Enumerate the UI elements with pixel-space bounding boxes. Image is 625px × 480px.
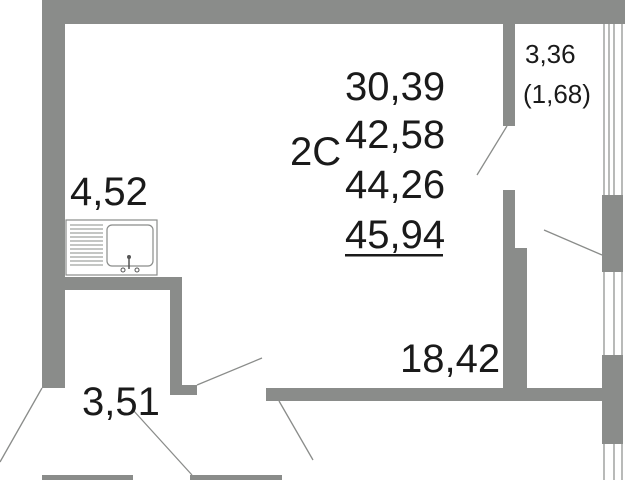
window-pier-upper — [602, 195, 623, 272]
living-area-label: 30,39 — [345, 65, 445, 109]
hall-wall-stub — [170, 385, 197, 395]
total-area-label: 45,94 — [345, 213, 445, 257]
walls — [42, 0, 625, 480]
total-area-underline — [345, 254, 443, 257]
balcony-partition-upper — [503, 24, 515, 126]
sink-icon — [65, 219, 158, 276]
bottom-wall-left — [42, 475, 133, 480]
balcony-reduced-area-label: (1,68) — [523, 79, 591, 109]
hall-area-label: 3,51 — [82, 380, 160, 424]
hall-door — [132, 409, 193, 476]
kitchen-hall-wall — [65, 277, 182, 290]
kitchen-area-label: 4,52 — [70, 170, 148, 214]
room-area-label: 18,42 — [400, 337, 500, 381]
entrance-door — [0, 387, 43, 463]
top-wall — [42, 0, 625, 24]
balcony-area-label: 3,36 — [525, 39, 576, 69]
doors — [0, 125, 603, 476]
balcony-window — [602, 24, 623, 480]
area-without-balcony-label: 42,58 — [345, 113, 445, 157]
apartment-type-label: 2C — [290, 130, 341, 174]
balcony-door — [476, 125, 508, 176]
left-wall — [42, 24, 65, 388]
area-reduced-label: 44,26 — [345, 163, 445, 207]
bath-door — [278, 400, 314, 461]
balcony-partition-thick — [503, 248, 527, 390]
hall-vertical-wall — [170, 277, 182, 395]
bottom-wall-mid — [190, 475, 282, 480]
balcony-window-sash — [543, 229, 603, 256]
kitchen-door — [196, 357, 263, 386]
window-pier-lower — [602, 355, 623, 444]
room-bottom-wall — [266, 388, 603, 401]
